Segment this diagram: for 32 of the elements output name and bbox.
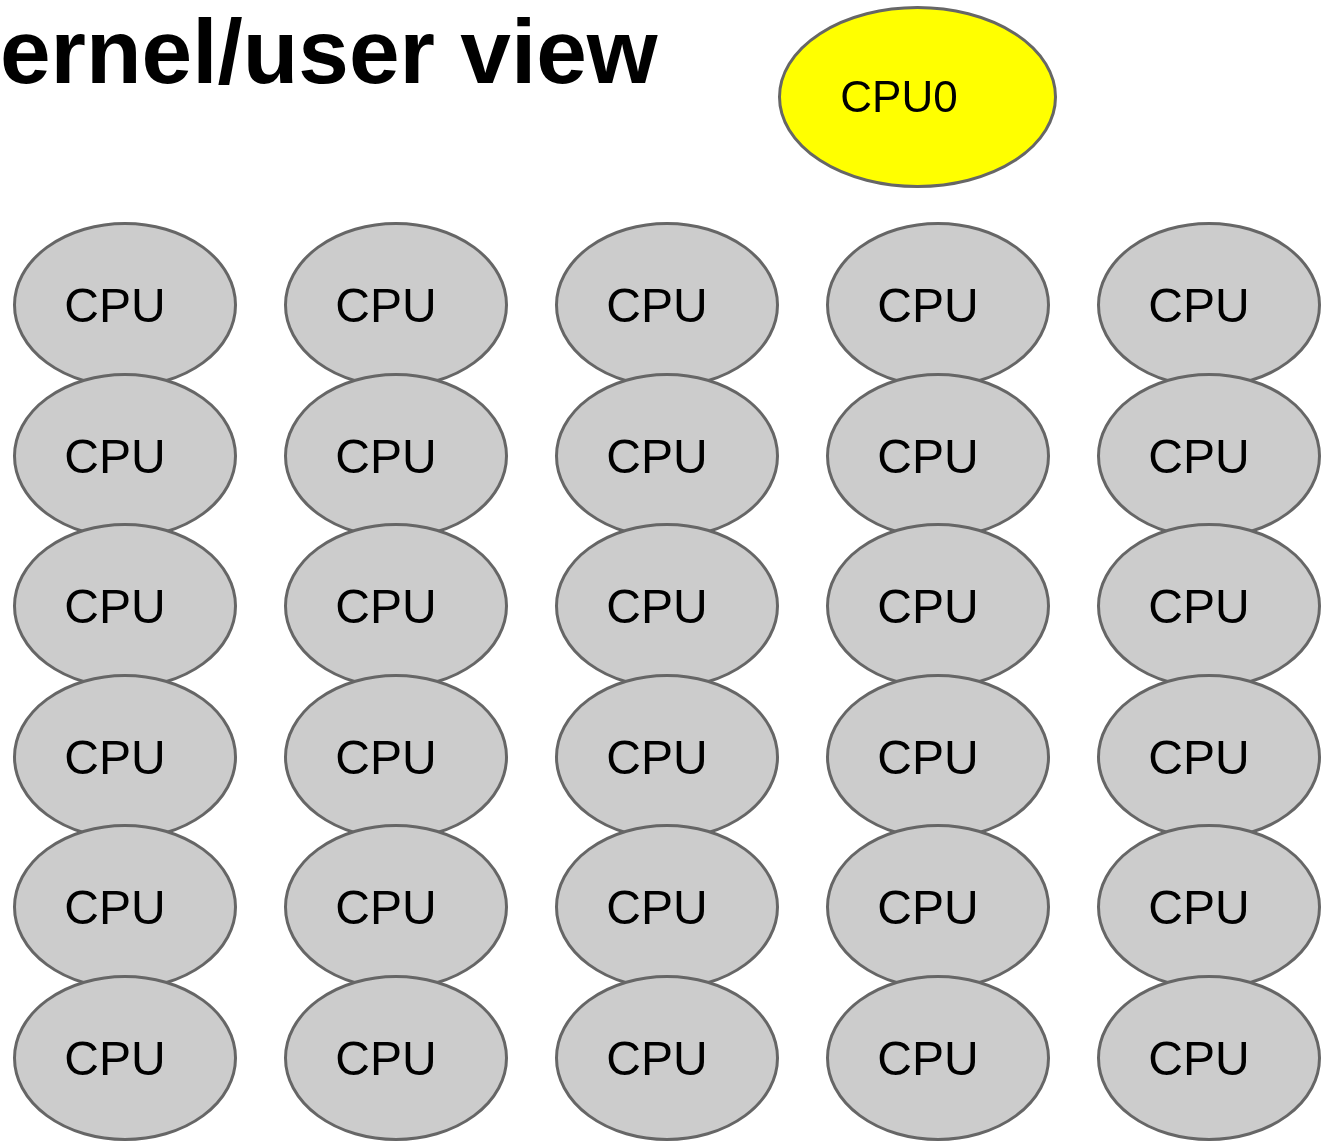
node-label: CPU: [63, 879, 167, 935]
node-label: CPU: [334, 428, 438, 484]
title: ernel/user view: [0, 2, 658, 103]
node-label: CPU0: [839, 72, 959, 122]
node-label: CPU: [876, 428, 980, 484]
node-label: CPU: [1147, 1030, 1251, 1086]
node-label: CPU: [1147, 428, 1251, 484]
node-label: CPU: [605, 428, 709, 484]
node-label: CPU: [876, 578, 980, 634]
node-label: CPU: [334, 729, 438, 785]
node-label: CPU: [1147, 879, 1251, 935]
node-label: CPU: [334, 578, 438, 634]
node-label: CPU: [334, 277, 438, 333]
node-label: CPU: [63, 277, 167, 333]
node-label: CPU: [63, 1030, 167, 1086]
node-label: CPU: [605, 1030, 709, 1086]
node-label: CPU: [63, 428, 167, 484]
node-label: CPU: [334, 1030, 438, 1086]
node-label: CPU: [605, 578, 709, 634]
node-label: CPU: [334, 879, 438, 935]
node-label: CPU: [876, 729, 980, 785]
node-label: CPU: [1147, 578, 1251, 634]
node-label: CPU: [605, 277, 709, 333]
node-label: CPU: [876, 1030, 980, 1086]
node-label: CPU: [1147, 729, 1251, 785]
node-label: CPU: [63, 578, 167, 634]
node-label: CPU: [63, 729, 167, 785]
node-label: CPU: [876, 879, 980, 935]
node-label: CPU: [605, 729, 709, 785]
node-label: CPU: [1147, 277, 1251, 333]
node-label: CPU: [605, 879, 709, 935]
node-label: CPU: [876, 277, 980, 333]
